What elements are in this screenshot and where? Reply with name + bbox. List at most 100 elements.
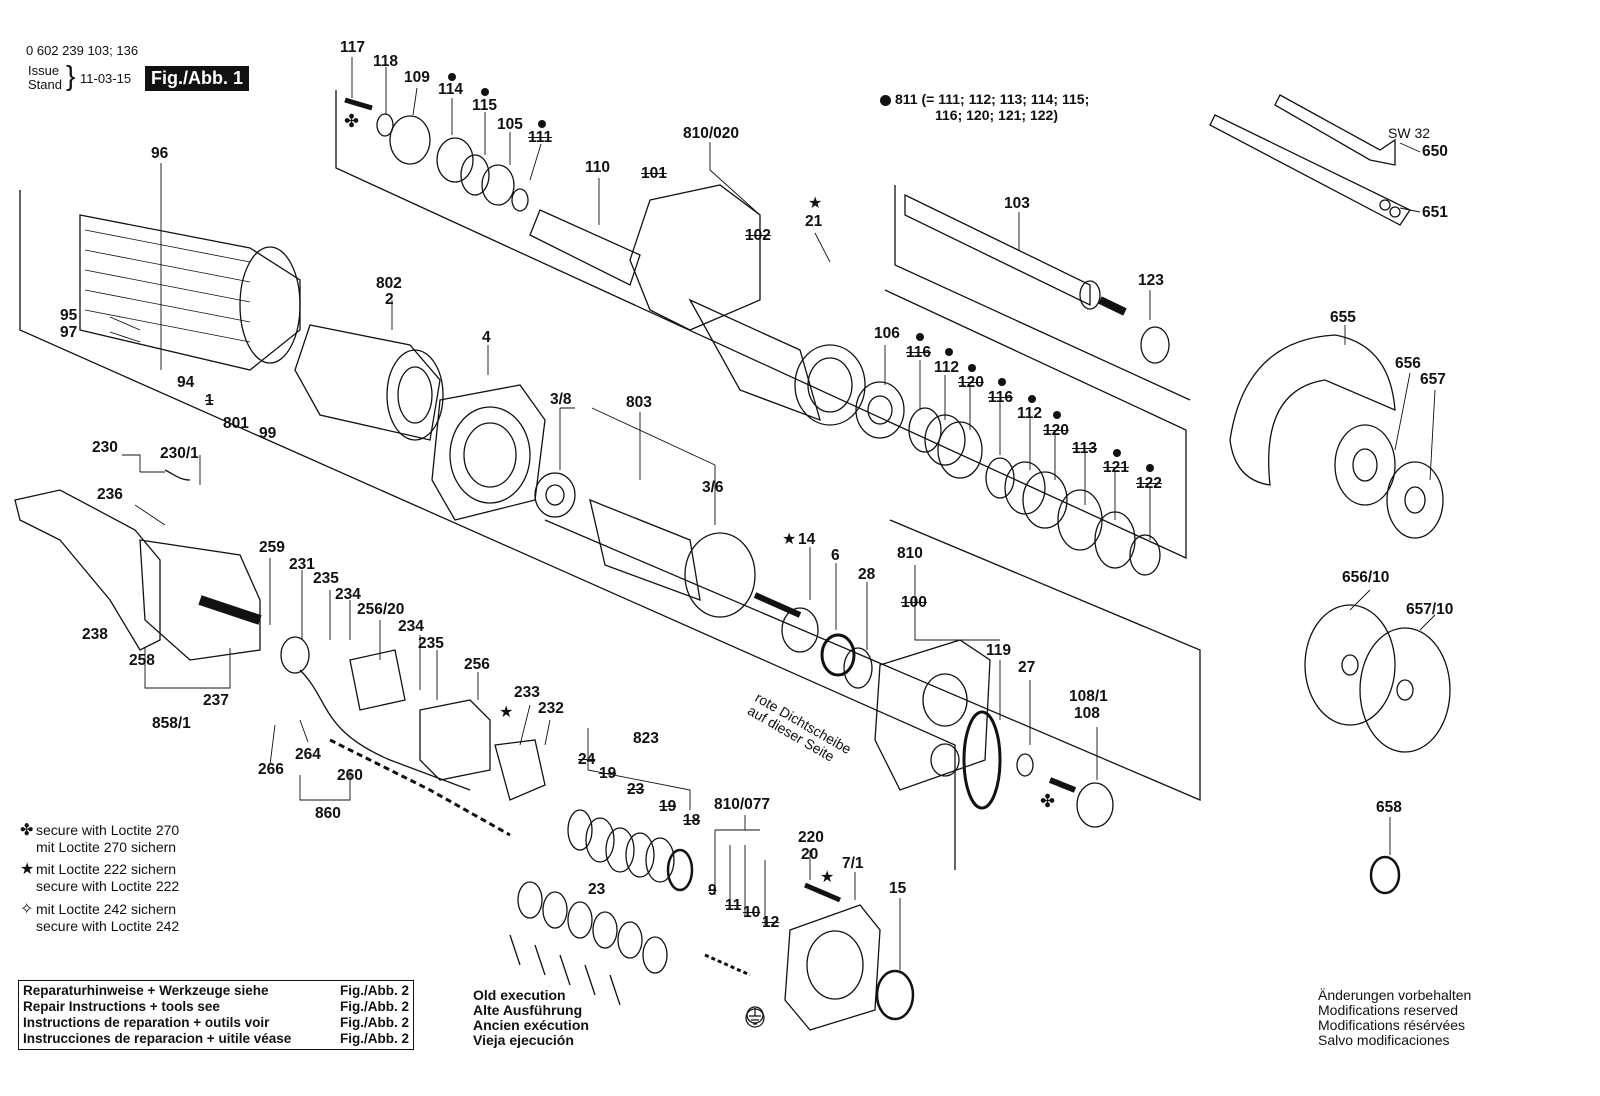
modifications-line: Salvo modificaciones <box>1318 1032 1450 1048</box>
reference-row: Instrucciones de reparacion + uitile véa… <box>23 1031 409 1047</box>
spring-parts-drawing <box>509 809 694 1006</box>
modifications-line: Modifications résérvées <box>1318 1017 1466 1033</box>
callout-234b: 234 <box>398 618 424 635</box>
callout-97: 97 <box>60 324 78 341</box>
pinion-drawing <box>1048 777 1114 828</box>
switch-drawing <box>164 469 546 801</box>
callout-655: 655 <box>1330 309 1356 326</box>
callout-233: 233 <box>514 684 540 701</box>
issue-date: 11-03-15 <box>80 71 132 86</box>
callout-27: 27 <box>1018 659 1036 676</box>
callout-2: 2 <box>385 291 394 308</box>
callout-3-6: 3/6 <box>702 479 724 496</box>
callout-858-1: 858/1 <box>152 715 191 732</box>
callout-106: 106 <box>874 325 900 342</box>
callout-259: 259 <box>259 539 285 556</box>
callout-7-1: 7/1 <box>842 855 864 872</box>
reference-row: Reparaturhinweise + Werkzeuge siehe Fig./… <box>23 983 409 999</box>
legend-text: mit Loctite 270 sichern <box>36 839 177 855</box>
modifications-line: Änderungen vorbehalten <box>1318 987 1472 1003</box>
brace-glyph: } <box>66 60 76 91</box>
callout-23a: 23 <box>627 781 645 798</box>
bearing-stack-drawing <box>855 381 1161 576</box>
legend-loctite-222: ★mit Loctite 222 sichern secure with Loc… <box>20 861 179 894</box>
callout-119: 119 <box>986 642 1012 659</box>
legend-loctite-270: ✤secure with Loctite 270 mit Loctite 270… <box>20 822 179 855</box>
callout-220: 220 <box>798 829 824 846</box>
legend-text: secure with Loctite 270 <box>36 822 180 838</box>
callout-94: 94 <box>177 374 195 391</box>
callout-99: 99 <box>259 425 277 442</box>
hollow-star-icon: ✧ <box>20 901 34 918</box>
callout-101: 101 <box>641 165 667 182</box>
legend-loctite-242: ✧mit Loctite 242 sichern secure with Loc… <box>20 901 179 934</box>
callout-19a: 19 <box>599 765 617 782</box>
callout-113: 113 <box>1072 440 1098 457</box>
set-dot-icon <box>998 378 1006 386</box>
set-dot-icon <box>1028 395 1036 403</box>
reference-text: Repair Instructions + tools see <box>23 999 220 1014</box>
club-icon: ✤ <box>1040 791 1056 811</box>
callout-123: 123 <box>1138 272 1164 289</box>
callout-650: 650 <box>1422 143 1448 160</box>
callout-24: 24 <box>578 751 596 768</box>
reference-text: Instructions de reparation + outils voir <box>23 1015 270 1030</box>
old-execution-line: Old execution <box>473 987 566 1003</box>
callout-3-8: 3/8 <box>550 391 572 408</box>
callout-20: 20 <box>801 846 819 863</box>
stator-drawing <box>294 324 444 441</box>
callout-100: 100 <box>901 594 927 611</box>
callout-23b: 23 <box>588 881 606 898</box>
callout-117: 117 <box>340 39 366 56</box>
callout-231: 231 <box>289 556 315 573</box>
old-execution-note: Old execution Alte Ausführung Ancien exé… <box>473 988 589 1048</box>
callout-651: 651 <box>1422 204 1448 221</box>
leader-lines <box>109 57 1436 970</box>
callout-105: 105 <box>497 116 523 133</box>
stand-label: Stand <box>28 77 62 92</box>
callout-1: 1 <box>205 392 214 409</box>
star-icon: ★ <box>499 704 514 721</box>
callout-234a: 234 <box>335 586 361 603</box>
callout-122: 122 <box>1136 475 1162 492</box>
callout-12: 12 <box>762 914 780 931</box>
star-icon: ★ <box>820 869 835 886</box>
callout-860: 860 <box>315 805 341 822</box>
star-icon: ★ <box>808 195 823 212</box>
bullet-icon <box>880 95 891 106</box>
legend-text: secure with Loctite 242 <box>36 918 180 934</box>
callout-237: 237 <box>203 692 229 709</box>
callout-230-1: 230/1 <box>160 445 199 462</box>
callout-120b: 120 <box>1043 422 1069 439</box>
callout-102: 102 <box>745 227 771 244</box>
modifications-note: Änderungen vorbehalten Modifications res… <box>1318 988 1471 1048</box>
set-dot-icon <box>1113 449 1121 457</box>
callout-120a: 120 <box>958 374 984 391</box>
callout-802: 802 <box>376 275 402 292</box>
set-dot-icon <box>481 88 489 96</box>
callout-116a: 116 <box>906 344 932 361</box>
set-note-line2: 116; 120; 121; 122) <box>935 107 1058 123</box>
issue-label: Issue <box>28 63 60 78</box>
old-execution-line: Ancien exécution <box>473 1017 589 1033</box>
callout-108: 108 <box>1074 705 1100 722</box>
motor-housing-drawing <box>79 214 301 371</box>
callout-266: 266 <box>258 761 284 778</box>
callout-232: 232 <box>538 700 564 717</box>
set-dot-icon <box>538 120 546 128</box>
callout-258: 258 <box>129 652 155 669</box>
wrench-drawing <box>1209 94 1411 226</box>
callout-114: 114 <box>438 81 464 98</box>
star-icon: ★ <box>782 531 797 548</box>
modifications-line: Modifications reserved <box>1318 1002 1459 1018</box>
reference-figure: Fig./Abb. 2 <box>340 983 409 998</box>
callout-15: 15 <box>889 880 907 897</box>
callout-810-077: 810/077 <box>714 796 771 813</box>
callout-657: 657 <box>1420 371 1446 388</box>
callout-823: 823 <box>633 730 659 747</box>
callout-110: 110 <box>585 159 611 176</box>
callout-103: 103 <box>1004 195 1030 212</box>
bearing-6-drawing <box>781 607 873 689</box>
callout-6: 6 <box>831 547 840 564</box>
reference-text: Reparaturhinweise + Werkzeuge siehe <box>23 983 269 998</box>
